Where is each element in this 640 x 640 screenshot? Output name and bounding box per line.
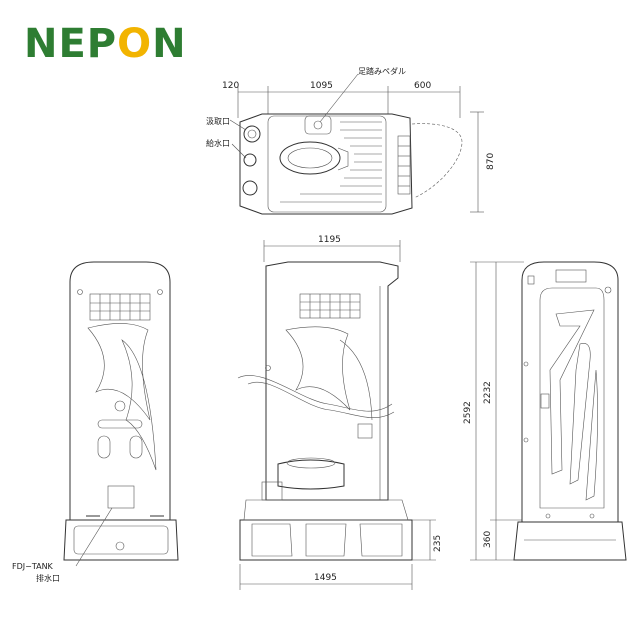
plan-vent [397, 135, 411, 195]
foot-pedal [304, 115, 332, 135]
door-vent-left [527, 275, 535, 285]
label-drain: 排水口 [36, 573, 60, 583]
door-hinge-bottom [523, 437, 529, 443]
door-swing-arc [411, 123, 463, 199]
front-handle [97, 419, 143, 429]
front-tank [63, 519, 179, 561]
nepon-logo: NEPON [24, 21, 187, 67]
dim-2592: 2592 [463, 401, 473, 424]
door-body-outline [521, 261, 619, 523]
side-view: 1195 235 1495 [237, 235, 443, 590]
toilet-bowl [279, 141, 341, 175]
door-bolt-left [545, 513, 551, 519]
side-toilet-seat [286, 457, 336, 469]
rear-port [242, 180, 258, 196]
front-tank-panel [73, 525, 169, 555]
plan-vent-slats [398, 145, 410, 187]
dim-1095: 1095 [310, 81, 333, 91]
dim-120: 120 [222, 81, 239, 91]
door-view: 2592 2232 360 [463, 261, 627, 561]
front-rib-large [87, 323, 151, 421]
front-slot-right [129, 435, 143, 459]
front-slot-left [97, 435, 111, 459]
top-view: 120 1095 600 870 足踏みペダル [206, 66, 496, 215]
front-bolt-1 [77, 289, 83, 295]
side-rib-curve [339, 339, 373, 421]
side-vent-grid [300, 294, 360, 318]
front-view: FDJ−TANK 排水口 [12, 261, 179, 583]
front-port [114, 400, 126, 412]
pedal-leader [319, 73, 359, 123]
toilet-seat-back [337, 147, 349, 171]
side-fixture [357, 423, 373, 439]
inlet-leader [231, 143, 247, 159]
toilet-bowl-inner [287, 147, 333, 169]
door-panel [539, 287, 605, 509]
side-base-top [243, 499, 409, 521]
dim-1195: 1195 [318, 235, 341, 245]
door-rib-3 [585, 369, 598, 501]
side-bolt [265, 365, 271, 371]
door-handle [540, 393, 550, 409]
door-rib-1 [549, 309, 595, 475]
label-suction-port: 汲取口 [206, 117, 230, 126]
water-inlet [243, 153, 257, 167]
front-vent-grid [90, 294, 150, 320]
front-drain-outlet [115, 541, 125, 551]
suction-leader [229, 119, 247, 131]
suction-port [243, 125, 261, 143]
label-fdj-tank: FDJ−TANK [12, 562, 54, 571]
door-top-bolt [604, 286, 612, 294]
dim-360: 360 [483, 531, 493, 548]
door-sign-plate [555, 269, 587, 283]
front-drain-box [107, 485, 135, 509]
side-cutaway-2 [247, 381, 395, 419]
tank-leader [75, 507, 113, 567]
dim-1495: 1495 [314, 573, 337, 583]
door-bolt-right [589, 513, 595, 519]
door-rib-2 [569, 343, 591, 485]
door-hinge-top [523, 361, 529, 367]
side-toilet [277, 459, 345, 490]
dim-600: 600 [414, 81, 431, 91]
side-rib-large [285, 326, 351, 411]
foot-pedal-knob [313, 120, 323, 130]
dim-235: 235 [433, 535, 443, 552]
front-bolt-2 [157, 289, 163, 295]
side-cutaway [237, 375, 393, 412]
side-base [239, 519, 413, 561]
dim-870: 870 [486, 153, 496, 170]
suction-port-inner [247, 129, 257, 139]
front-rib-small [121, 339, 157, 471]
door-base [513, 521, 627, 561]
dim-2232: 2232 [483, 381, 493, 404]
label-pedal: 足踏みペダル [358, 66, 406, 76]
label-water-inlet: 給水口 [206, 138, 230, 148]
floor-slats [280, 121, 382, 203]
logo-text: NEPON [24, 21, 187, 67]
side-base-pockets [251, 523, 403, 557]
logo-accent-letter: O [117, 21, 152, 67]
